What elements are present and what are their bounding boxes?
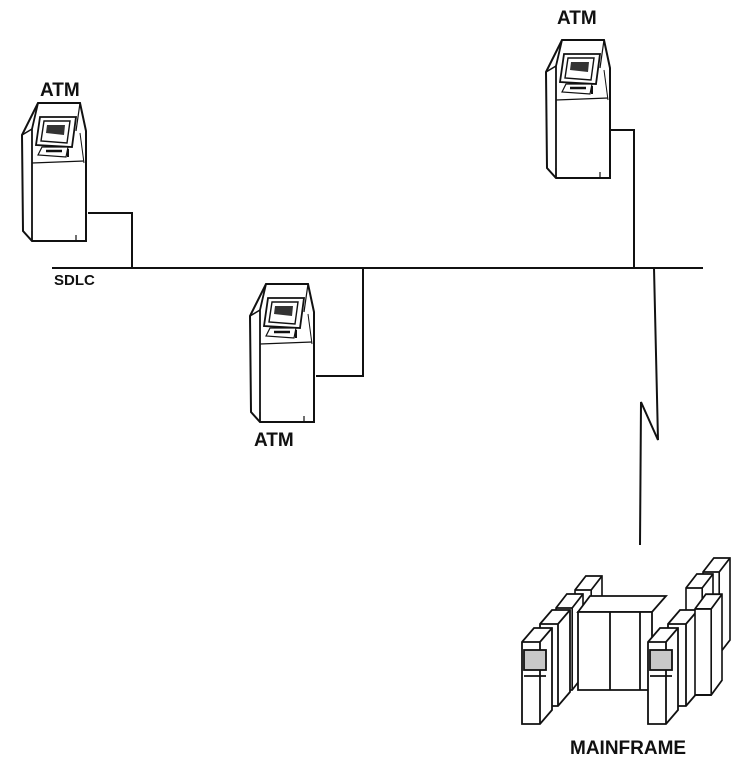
atm-label: ATM: [557, 8, 597, 29]
atm-icon: [248, 282, 316, 424]
atm-icon: [544, 38, 612, 180]
atm-label: ATM: [254, 430, 294, 451]
sdlc-bus: [52, 129, 703, 546]
atm-icon: [20, 101, 88, 243]
mainframe-label: MAINFRAME: [570, 738, 687, 759]
sdlc-label: SDLC: [54, 272, 95, 289]
atm-label: ATM: [40, 80, 80, 101]
mainframe-icon: [521, 557, 731, 725]
